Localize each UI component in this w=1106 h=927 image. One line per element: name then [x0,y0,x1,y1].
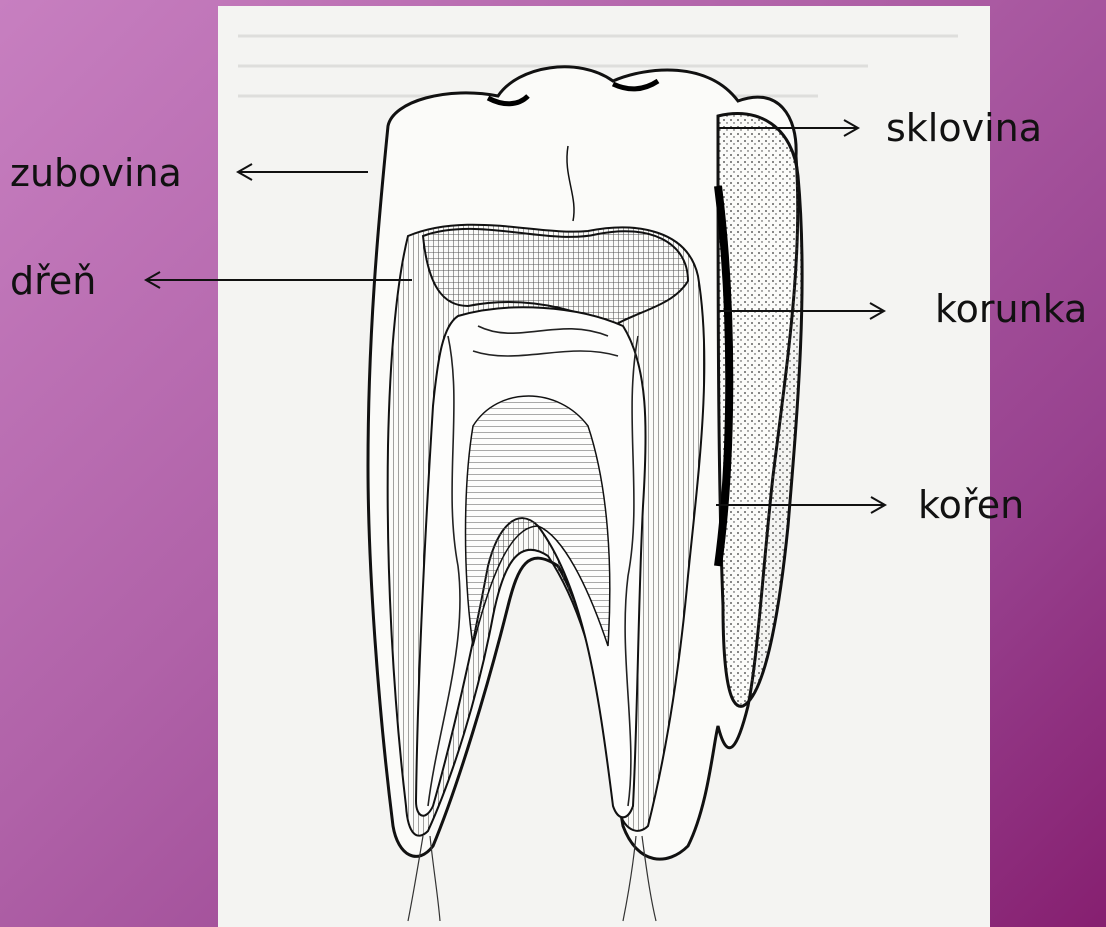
tooth-cross-section-figure [218,6,990,927]
label-dren: dřeň [10,262,96,300]
pulp-canals [416,307,646,817]
tooth-illustration [218,6,990,927]
label-zubovina: zubovina [10,154,182,192]
label-sklovina: sklovina [886,109,1042,147]
arrow-left-icon [146,272,160,288]
label-koren: kořen [918,486,1024,524]
label-korunka: korunka [935,290,1087,328]
root-tip-wisps [408,836,656,921]
